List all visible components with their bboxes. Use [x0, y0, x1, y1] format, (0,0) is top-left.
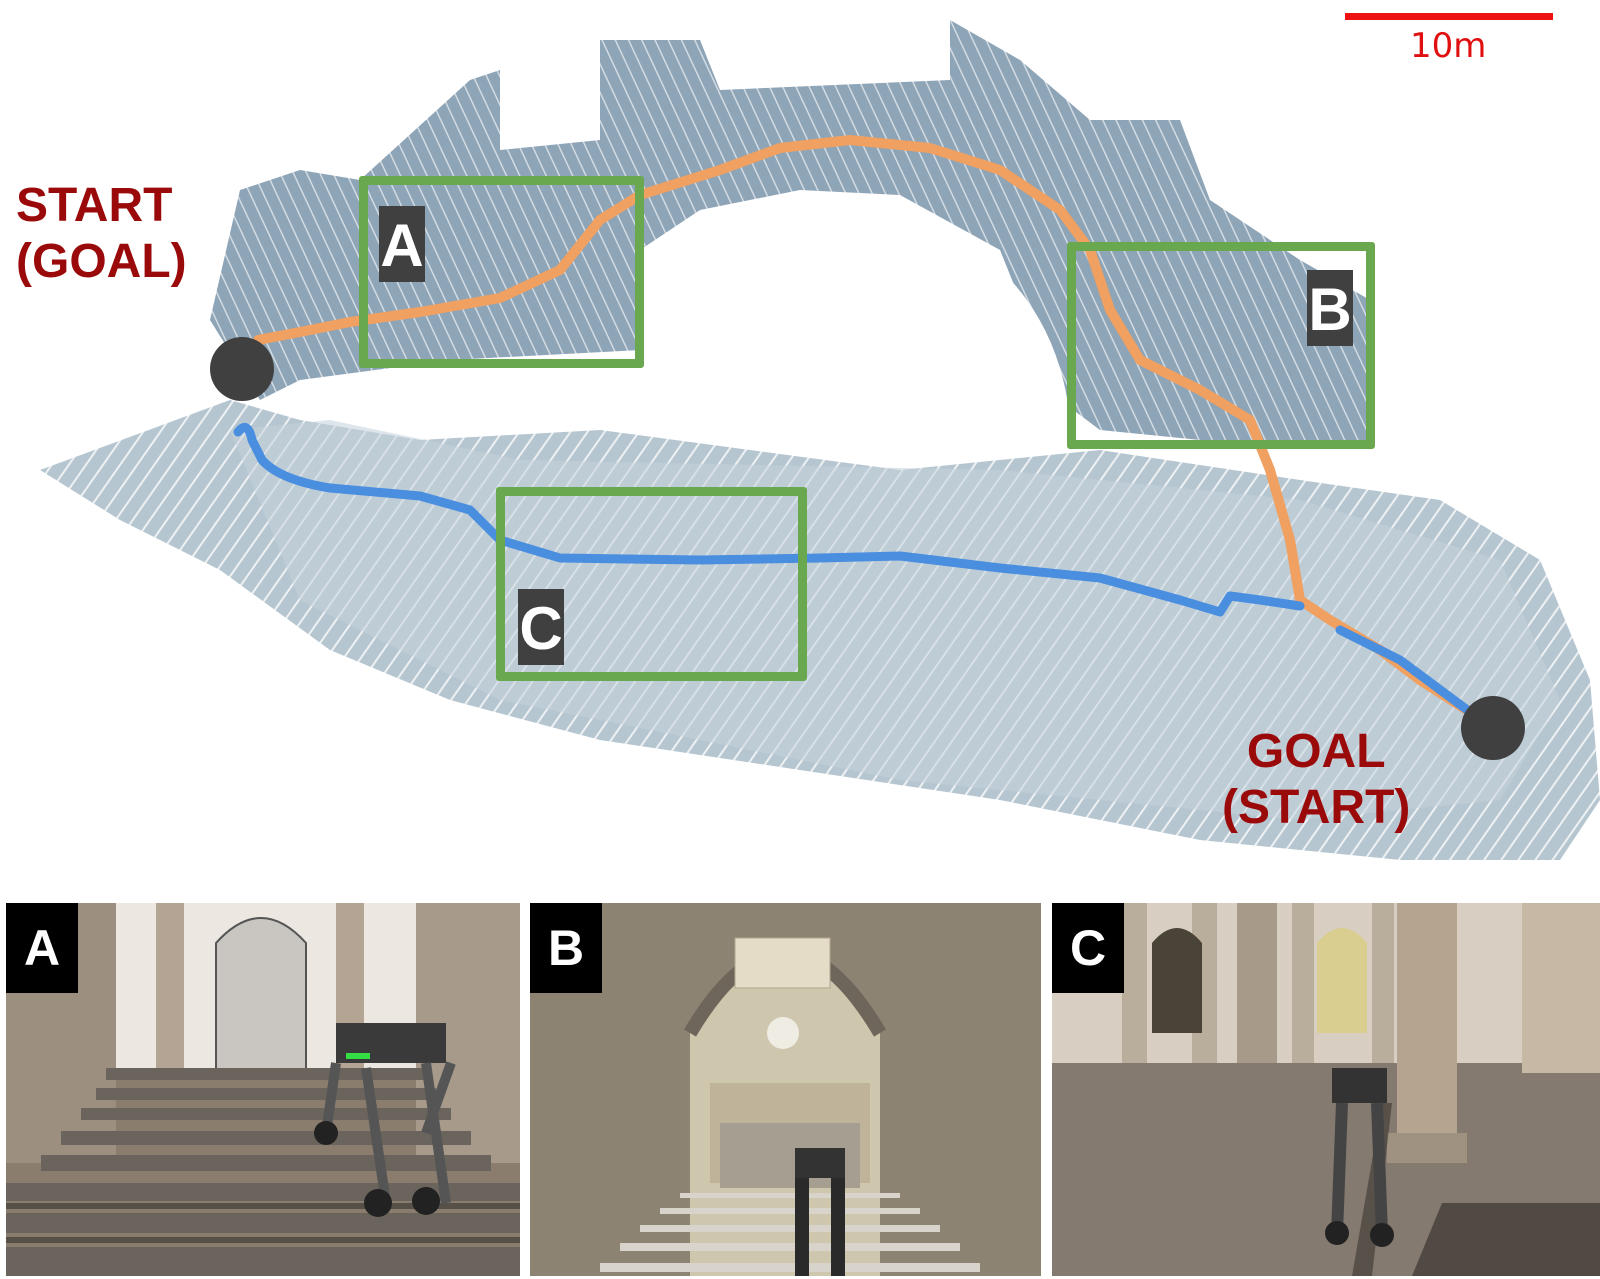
photo-c-scene	[1052, 903, 1600, 1276]
photo-tag-a: A	[6, 903, 78, 993]
region-box-b: B	[1067, 242, 1375, 449]
orange-trajectory	[253, 135, 1475, 717]
point-cloud-map: 10m START (GOAL) GOAL (START) A B C	[16, 13, 1600, 860]
photo-tag-b: B	[530, 903, 602, 993]
region-tag-a: A	[379, 206, 425, 282]
region-box-c: C	[496, 487, 807, 681]
goal-label-line2: (START)	[1222, 781, 1411, 834]
blue-trajectory	[233, 423, 1475, 717]
photo-a-scene	[6, 903, 520, 1276]
goal-label: GOAL (START)	[1222, 724, 1410, 836]
photo-tag-c: C	[1052, 903, 1124, 993]
photo-b-scene	[530, 903, 1041, 1276]
map-graphic	[40, 20, 1600, 860]
start-marker	[210, 337, 274, 401]
scale-bar-label: 10m	[1410, 26, 1487, 66]
goal-label-line1: GOAL	[1246, 725, 1386, 778]
start-label: START (GOAL)	[16, 178, 187, 290]
start-label-line1: START	[16, 179, 173, 232]
region-box-a: A	[359, 176, 644, 368]
photo-a: A	[6, 903, 520, 1276]
region-tag-c: C	[518, 589, 564, 665]
region-tag-b: B	[1307, 270, 1353, 346]
photo-c: C	[1052, 903, 1600, 1276]
goal-marker	[1461, 696, 1525, 760]
start-label-line2: (GOAL)	[16, 235, 187, 288]
photo-b: B	[530, 903, 1041, 1276]
scale-bar	[1345, 13, 1553, 20]
